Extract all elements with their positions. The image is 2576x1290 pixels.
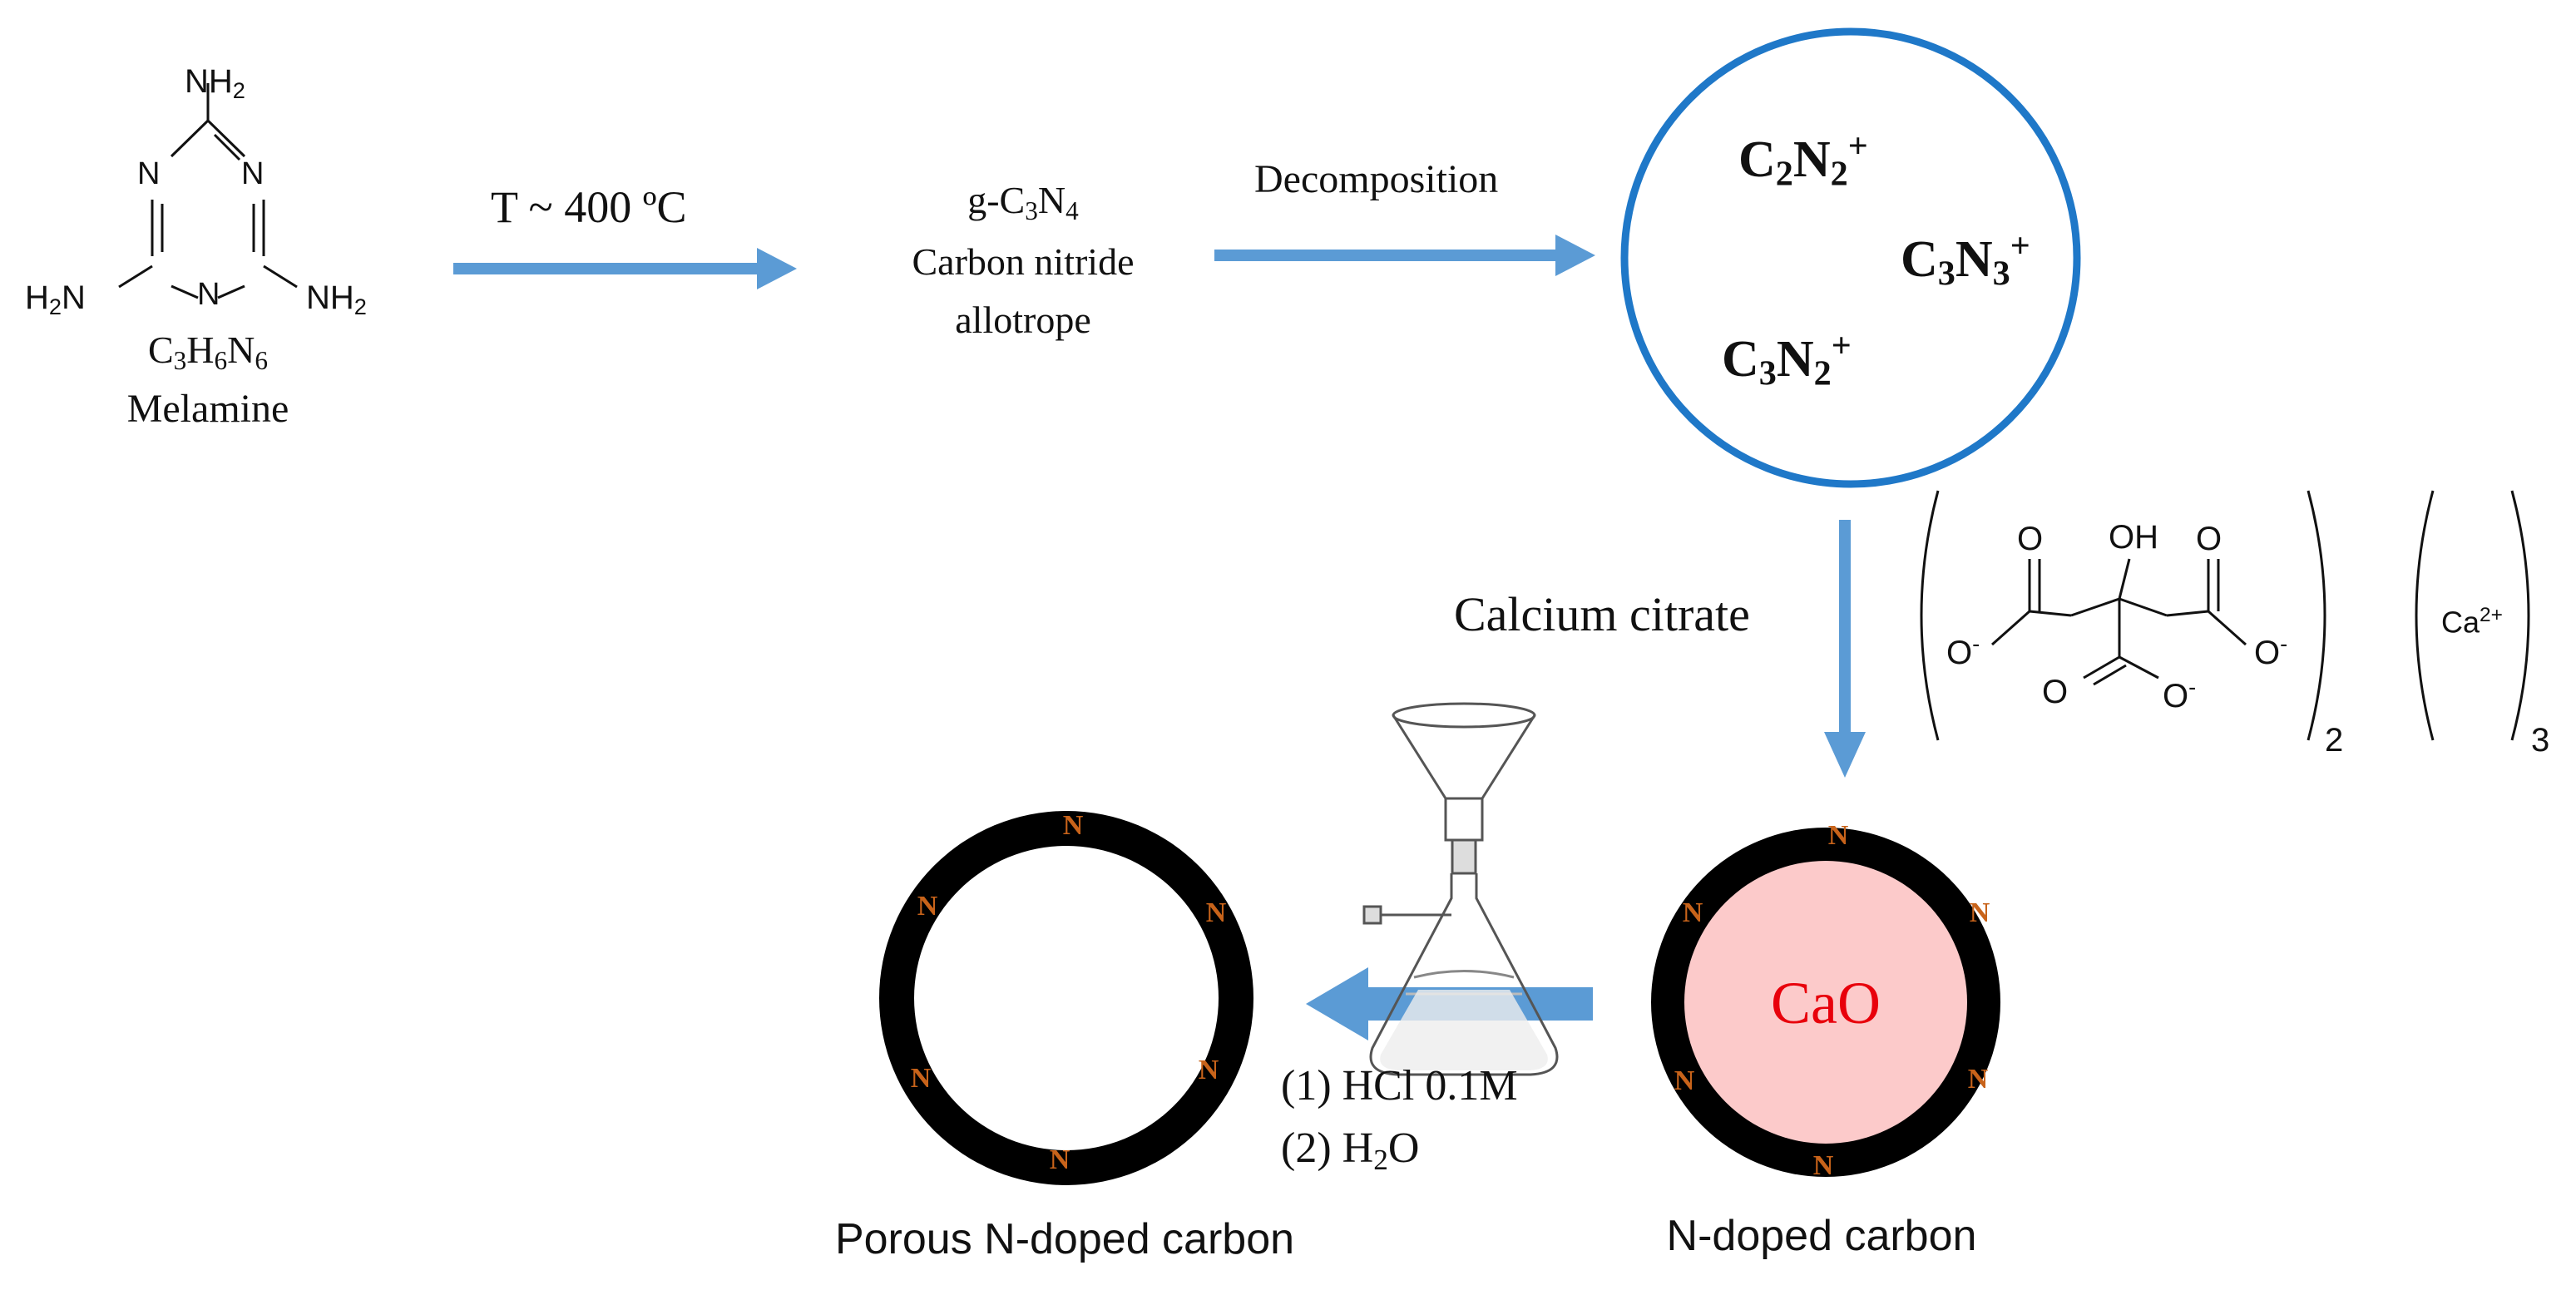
fragments-circle xyxy=(1620,27,2081,488)
citrate-o-bottom: O xyxy=(2042,674,2069,710)
arrow-decomposition-head xyxy=(1555,235,1595,276)
ring-n-right: N xyxy=(241,156,265,191)
citrate-oh: OH xyxy=(2109,519,2158,556)
decomposition-label: Decomposition xyxy=(1254,157,1499,201)
fragment-c3n3: C3N3+ xyxy=(1901,226,2030,294)
porous-n-mark: N xyxy=(1062,810,1084,841)
melamine-name: Melamine xyxy=(126,387,289,431)
ndoped-name: N-doped carbon xyxy=(1666,1212,1977,1260)
porous-n-mark: N xyxy=(917,891,938,922)
porous-n-mark: N xyxy=(1049,1144,1070,1175)
ndoped-n-mark: N xyxy=(1674,1065,1695,1096)
arrow-calcium-citrate-head xyxy=(1824,732,1866,778)
filter-liquid xyxy=(1380,990,1548,1070)
calcium-citrate-label: Calcium citrate xyxy=(1454,587,1750,641)
citrate-o-minus-left: O- xyxy=(1946,630,1980,671)
gc3n4-line2: Carbon nitride xyxy=(912,240,1135,283)
porous-name: Porous N-doped carbon xyxy=(834,1215,1295,1263)
arrow-heat-head xyxy=(757,248,797,289)
fragment-c2n2: C2N2+ xyxy=(1738,126,1868,194)
porous-void xyxy=(914,846,1219,1150)
melamine-formula: C3H6N6 xyxy=(147,329,269,375)
cao-core xyxy=(1684,861,1967,1144)
ring-n-bottom: N xyxy=(197,277,220,312)
acid-wash-step2: (2) H2O xyxy=(1281,1124,1420,1176)
ndoped-n-mark: N xyxy=(1812,1150,1834,1181)
melamine-ring xyxy=(118,83,298,299)
ndoped-n-mark: N xyxy=(1969,897,1990,928)
filter-flask-icon xyxy=(1362,702,1559,1076)
calcium-ion: Ca2+ xyxy=(2441,604,2503,640)
melamine-top-nh2: NH2 xyxy=(185,63,245,103)
citrate-o-right: O xyxy=(2196,521,2222,557)
citrate-o-left: O xyxy=(2017,521,2044,557)
gc3n4-formula: g-C3N4 xyxy=(967,179,1079,225)
porous-n-mark: N xyxy=(1198,1055,1219,1085)
arrow-acid-wash-head xyxy=(1306,967,1368,1040)
ring-n-left: N xyxy=(137,156,161,191)
heat-condition: T ~ 400 ºC xyxy=(491,182,687,232)
citrate-o-minus-right: O- xyxy=(2254,630,2288,671)
acid-wash-step1: (1) HCl 0.1M xyxy=(1281,1062,1518,1110)
melamine-left-h2n: H2N xyxy=(25,279,86,319)
porous-n-mark: N xyxy=(910,1063,932,1094)
citrate-o-minus-bottom: O- xyxy=(2163,674,2197,714)
citrate-structure xyxy=(1920,490,2530,741)
porous-n-mark: N xyxy=(1205,897,1227,928)
ndoped-n-mark: N xyxy=(1967,1064,1989,1095)
calcium-subscript: 3 xyxy=(2531,722,2550,759)
ndoped-n-mark: N xyxy=(1827,820,1849,851)
melamine-right-nh2: NH2 xyxy=(306,279,367,319)
gc3n4-line3: allotrope xyxy=(955,299,1091,341)
fragment-c3n2: C3N2+ xyxy=(1722,326,1852,393)
ndoped-n-mark: N xyxy=(1682,897,1703,928)
cao-label: CaO xyxy=(1771,970,1881,1036)
citrate-subscript: 2 xyxy=(2325,722,2344,759)
